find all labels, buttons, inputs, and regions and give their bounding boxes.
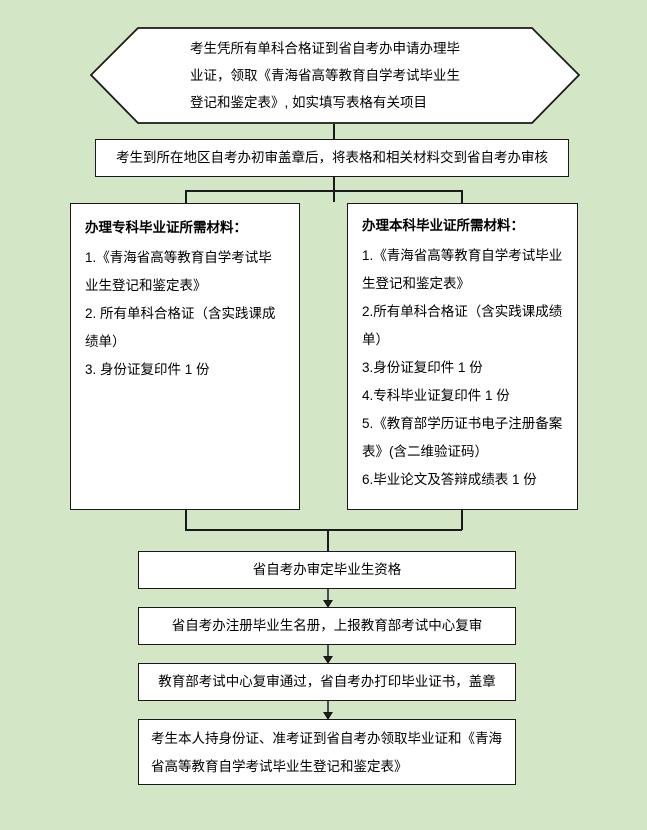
flow-node-approve[interactable]: 省自考办审定毕业生资格 bbox=[138, 551, 516, 589]
arrow-register-to-print bbox=[323, 645, 333, 664]
zhuanke-item-2: 2. 所有单科合格证（含实践课成绩单） bbox=[85, 306, 276, 349]
flow-node-collect[interactable]: 考生本人持身份证、准考证到省自考办领取毕业证和《青海 省高等教育自学考试毕业生登… bbox=[138, 719, 516, 785]
arrow-print-to-collect bbox=[323, 701, 333, 720]
hexagon-shape bbox=[90, 27, 580, 124]
benke-item-6: 6.毕业论文及答辩成绩表 1 份 bbox=[362, 472, 537, 487]
flow-node-zhuanke-materials[interactable]: 办理专科毕业证所需材料： 1.《青海省高等教育自学考试毕业生登记和鉴定表》 2.… bbox=[70, 203, 300, 510]
flow-node-print[interactable]: 教育部考试中心复审通过，省自考办打印毕业证书，盖章 bbox=[138, 663, 516, 701]
zhuanke-item-1: 1.《青海省高等教育自学考试毕业生登记和鉴定表》 bbox=[85, 250, 272, 293]
flow-node-register-label: 省自考办注册毕业生名册，上报教育部考试中心复审 bbox=[171, 618, 483, 633]
benke-item-4: 4.专科毕业证复印件 1 份 bbox=[362, 388, 510, 403]
flow-node-start[interactable]: 考生凭所有单科合格证到省自考办申请办理毕 业证，领取《青海省高等教育自学考试毕业… bbox=[90, 27, 580, 124]
flow-node-collect-label: 考生本人持身份证、准考证到省自考办领取毕业证和《青海 省高等教育自学考试毕业生登… bbox=[151, 731, 502, 774]
connector-merge-bar bbox=[185, 529, 462, 531]
connector-split-right bbox=[461, 190, 463, 204]
benke-item-1: 1.《青海省高等教育自学考试毕业生登记和鉴定表》 bbox=[362, 248, 563, 291]
benke-item-5: 5.《教育部学历证书电子注册备案表》(含二维验证码） bbox=[362, 416, 563, 459]
benke-title: 办理本科毕业证所需材料： bbox=[362, 218, 524, 233]
connector-start-to-submit bbox=[333, 124, 335, 139]
benke-item-3: 3.身份证复印件 1 份 bbox=[362, 360, 483, 375]
connector-submit-stem bbox=[333, 177, 335, 202]
benke-item-2: 2.所有单科合格证（含实践课成绩单） bbox=[362, 304, 563, 347]
flow-node-register[interactable]: 省自考办注册毕业生名册，上报教育部考试中心复审 bbox=[138, 607, 516, 645]
flow-node-approve-label: 省自考办审定毕业生资格 bbox=[252, 562, 402, 577]
connector-merge-left bbox=[185, 510, 187, 530]
flow-node-print-label: 教育部考试中心复审通过，省自考办打印毕业证书，盖章 bbox=[158, 674, 496, 689]
flow-node-start-label: 考生凭所有单科合格证到省自考办申请办理毕 业证，领取《青海省高等教育自学考试毕业… bbox=[190, 41, 460, 110]
connector-split-bar bbox=[185, 190, 462, 192]
zhuanke-title: 办理专科毕业证所需材料： bbox=[85, 220, 247, 235]
connector-merge-right bbox=[461, 510, 463, 530]
connector-merge-stem bbox=[327, 529, 329, 552]
arrow-approve-to-register bbox=[323, 589, 333, 608]
flow-node-submit-label: 考生到所在地区自考办初审盖章后，将表格和相关材料交到省自考办审核 bbox=[116, 150, 548, 165]
flow-node-submit[interactable]: 考生到所在地区自考办初审盖章后，将表格和相关材料交到省自考办审核 bbox=[95, 139, 569, 177]
flow-node-benke-materials[interactable]: 办理本科毕业证所需材料： 1.《青海省高等教育自学考试毕业生登记和鉴定表》 2.… bbox=[347, 203, 578, 510]
connector-split-left bbox=[185, 190, 187, 204]
zhuanke-item-3: 3. 身份证复印件 1 份 bbox=[85, 362, 210, 377]
